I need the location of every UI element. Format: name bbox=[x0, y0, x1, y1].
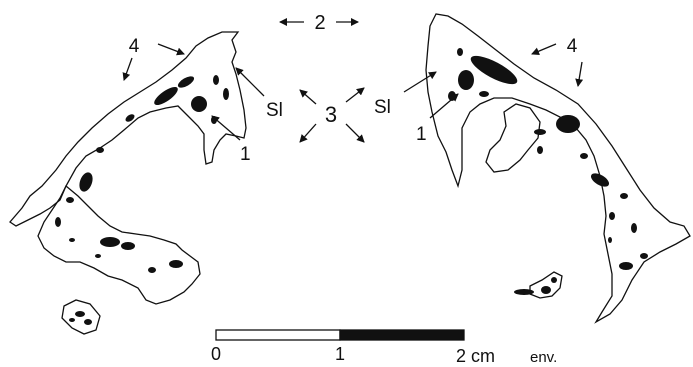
arrow-3-upper-left bbox=[300, 90, 316, 104]
left-fragment bbox=[62, 300, 100, 334]
annotation-labels: 2 3 4 4 Sl Sl 1 1 bbox=[129, 12, 578, 165]
right-specimen bbox=[426, 14, 690, 322]
label-3: 3 bbox=[325, 102, 337, 127]
arrow-4-right-b bbox=[578, 62, 582, 86]
arrow-4-right-a bbox=[532, 44, 556, 54]
label-sl-right: Sl bbox=[374, 97, 391, 118]
arrow-1-right bbox=[430, 94, 458, 118]
left-specimen-lower-arm bbox=[38, 186, 200, 304]
label-2: 2 bbox=[314, 12, 325, 34]
left-specimen-outline bbox=[10, 32, 246, 226]
right-specimen-outline bbox=[426, 14, 690, 322]
arrow-1-left bbox=[212, 116, 240, 140]
arrow-3-lower-left bbox=[300, 124, 316, 142]
label-1-right: 1 bbox=[416, 124, 427, 145]
scale-tick-2: 2 cm bbox=[456, 346, 495, 366]
label-1-left: 1 bbox=[240, 144, 251, 165]
scale-tick-1: 1 bbox=[335, 344, 345, 364]
left-inclusions bbox=[55, 74, 229, 273]
right-inclusions bbox=[448, 48, 648, 270]
scale-bar-white-segment bbox=[216, 330, 340, 340]
scale-bar-black-segment bbox=[340, 330, 464, 340]
arrow-sl-right bbox=[404, 72, 436, 92]
scale-tick-0: 0 bbox=[211, 344, 221, 364]
arrow-3-upper-right bbox=[346, 88, 364, 102]
arrow-4-left-b bbox=[124, 58, 132, 80]
label-4-right: 4 bbox=[567, 36, 578, 57]
label-sl-left: Sl bbox=[266, 100, 283, 121]
scale-bar: 0 1 2 cm env. bbox=[211, 330, 557, 366]
left-specimen bbox=[10, 32, 246, 334]
label-4-left: 4 bbox=[129, 36, 140, 57]
right-fragment bbox=[514, 272, 562, 298]
arrow-4-left-a bbox=[158, 44, 184, 54]
scale-suffix: env. bbox=[530, 349, 557, 366]
arrow-3-lower-right bbox=[346, 124, 364, 142]
right-specimen-inner-lobe bbox=[486, 104, 540, 172]
